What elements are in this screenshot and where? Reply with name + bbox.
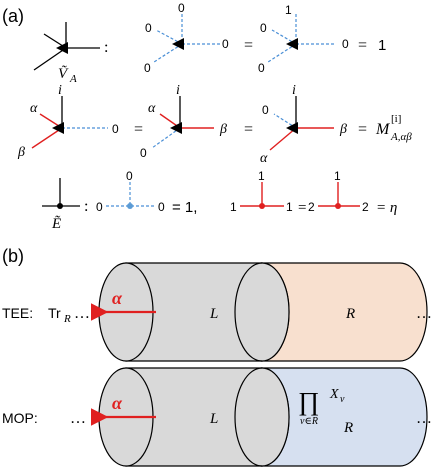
row1-t3-left: 0 bbox=[260, 21, 267, 35]
M-subscript: A,αβ bbox=[390, 131, 412, 143]
row3-red-edge-1 bbox=[240, 182, 284, 209]
tee-R: R bbox=[345, 306, 355, 322]
mop-cylinder bbox=[90, 367, 428, 467]
edge-label: Ẽ bbox=[51, 215, 61, 232]
row3-red2-left: 2 bbox=[308, 200, 315, 214]
vertex-tensor-V bbox=[33, 22, 100, 71]
row2-t2-beta: β bbox=[219, 122, 227, 137]
row3-blue-left: 0 bbox=[96, 200, 103, 214]
tee-trace-subscript: R bbox=[63, 313, 71, 325]
row2-tensor-3 bbox=[269, 96, 334, 151]
row1-t2-bottom: 0 bbox=[144, 61, 151, 75]
row2-t2-zero: 0 bbox=[140, 146, 147, 160]
row2-t2-i: i bbox=[176, 83, 180, 98]
row1-t2-right: 0 bbox=[222, 37, 229, 51]
row3-blue-eq: = 1, bbox=[172, 199, 197, 216]
row2-t3-zero: 0 bbox=[262, 103, 269, 117]
mop-left-dots: … bbox=[70, 410, 86, 427]
row3-red-eq1: = bbox=[298, 200, 306, 216]
row1-result: 1 bbox=[378, 37, 386, 54]
row2-equals-2: = bbox=[244, 121, 253, 138]
row3-red2-top: 1 bbox=[334, 169, 341, 183]
row1-tensor-2 bbox=[153, 14, 220, 63]
tee-alpha: α bbox=[112, 288, 123, 308]
row3-red1-right: 1 bbox=[286, 200, 293, 214]
row1-equals-1: = bbox=[244, 37, 253, 54]
panel-b-label: (b) bbox=[2, 246, 24, 266]
row1-colon: : bbox=[104, 39, 108, 56]
M-superscript: [i] bbox=[391, 113, 401, 125]
mop-product-subscript: v∈R bbox=[300, 416, 318, 427]
tee-trace-symbol: Tr bbox=[48, 305, 61, 321]
M-symbol: M bbox=[375, 121, 391, 138]
row2-equals-1: = bbox=[134, 121, 143, 138]
row2-t1-i: i bbox=[58, 83, 62, 98]
row1-t2-left: 0 bbox=[145, 21, 152, 35]
row3-red2-right: 2 bbox=[362, 200, 369, 214]
row1-tensor-3 bbox=[267, 14, 336, 63]
row3-blue-top: 0 bbox=[126, 169, 133, 183]
row3-red1-left: 1 bbox=[230, 200, 237, 214]
tee-left-dots: … bbox=[74, 305, 90, 322]
row1-t3-top: 1 bbox=[285, 3, 292, 17]
row3-red-eq2: = η bbox=[376, 200, 397, 216]
mop-R: R bbox=[343, 420, 353, 436]
row1-t2-top: 0 bbox=[178, 1, 185, 15]
row2-t3-beta: β bbox=[339, 122, 347, 137]
row2-t1-alpha: α bbox=[30, 101, 38, 116]
tee-cylinder bbox=[90, 262, 428, 362]
tee-row-label: TEE: bbox=[2, 305, 33, 321]
row3-blue-right: 0 bbox=[158, 200, 165, 214]
row2-equals-3: = bbox=[358, 121, 367, 138]
row2-t2-alpha: α bbox=[148, 101, 156, 116]
row2-tensor-2 bbox=[151, 96, 214, 149]
mop-product-symbol: ∏ bbox=[298, 387, 319, 416]
row3-red1-top: 1 bbox=[258, 169, 265, 183]
mop-row-label: MOP: bbox=[2, 410, 38, 426]
panel-a-label: (a) bbox=[2, 6, 24, 26]
row1-t3-right: 0 bbox=[342, 37, 349, 51]
row3-colon: : bbox=[84, 198, 88, 215]
mop-X: X bbox=[329, 387, 339, 402]
row1-equals-2: = bbox=[358, 37, 367, 54]
tee-right-dots: … bbox=[416, 305, 432, 322]
row2-t3-alpha: α bbox=[260, 151, 268, 166]
mop-right-dots: … bbox=[416, 410, 432, 427]
row2-tensor-1 bbox=[31, 96, 108, 149]
row2-t3-i: i bbox=[292, 83, 296, 98]
row3-red-edge-2 bbox=[318, 182, 360, 209]
mop-X-subscript: v bbox=[340, 394, 345, 405]
edge-tensor-E bbox=[42, 178, 80, 209]
row3-blue-edge bbox=[106, 182, 156, 209]
mop-L: L bbox=[209, 411, 218, 427]
tee-L: L bbox=[209, 306, 218, 322]
mop-alpha: α bbox=[112, 393, 123, 413]
row1-t3-bottom: 0 bbox=[258, 61, 265, 75]
vertex-label-sub: A bbox=[69, 73, 77, 85]
row2-t1-right: 0 bbox=[112, 122, 119, 136]
row2-t1-beta: β bbox=[17, 145, 25, 160]
vertex-label: Ṽ bbox=[58, 65, 69, 82]
